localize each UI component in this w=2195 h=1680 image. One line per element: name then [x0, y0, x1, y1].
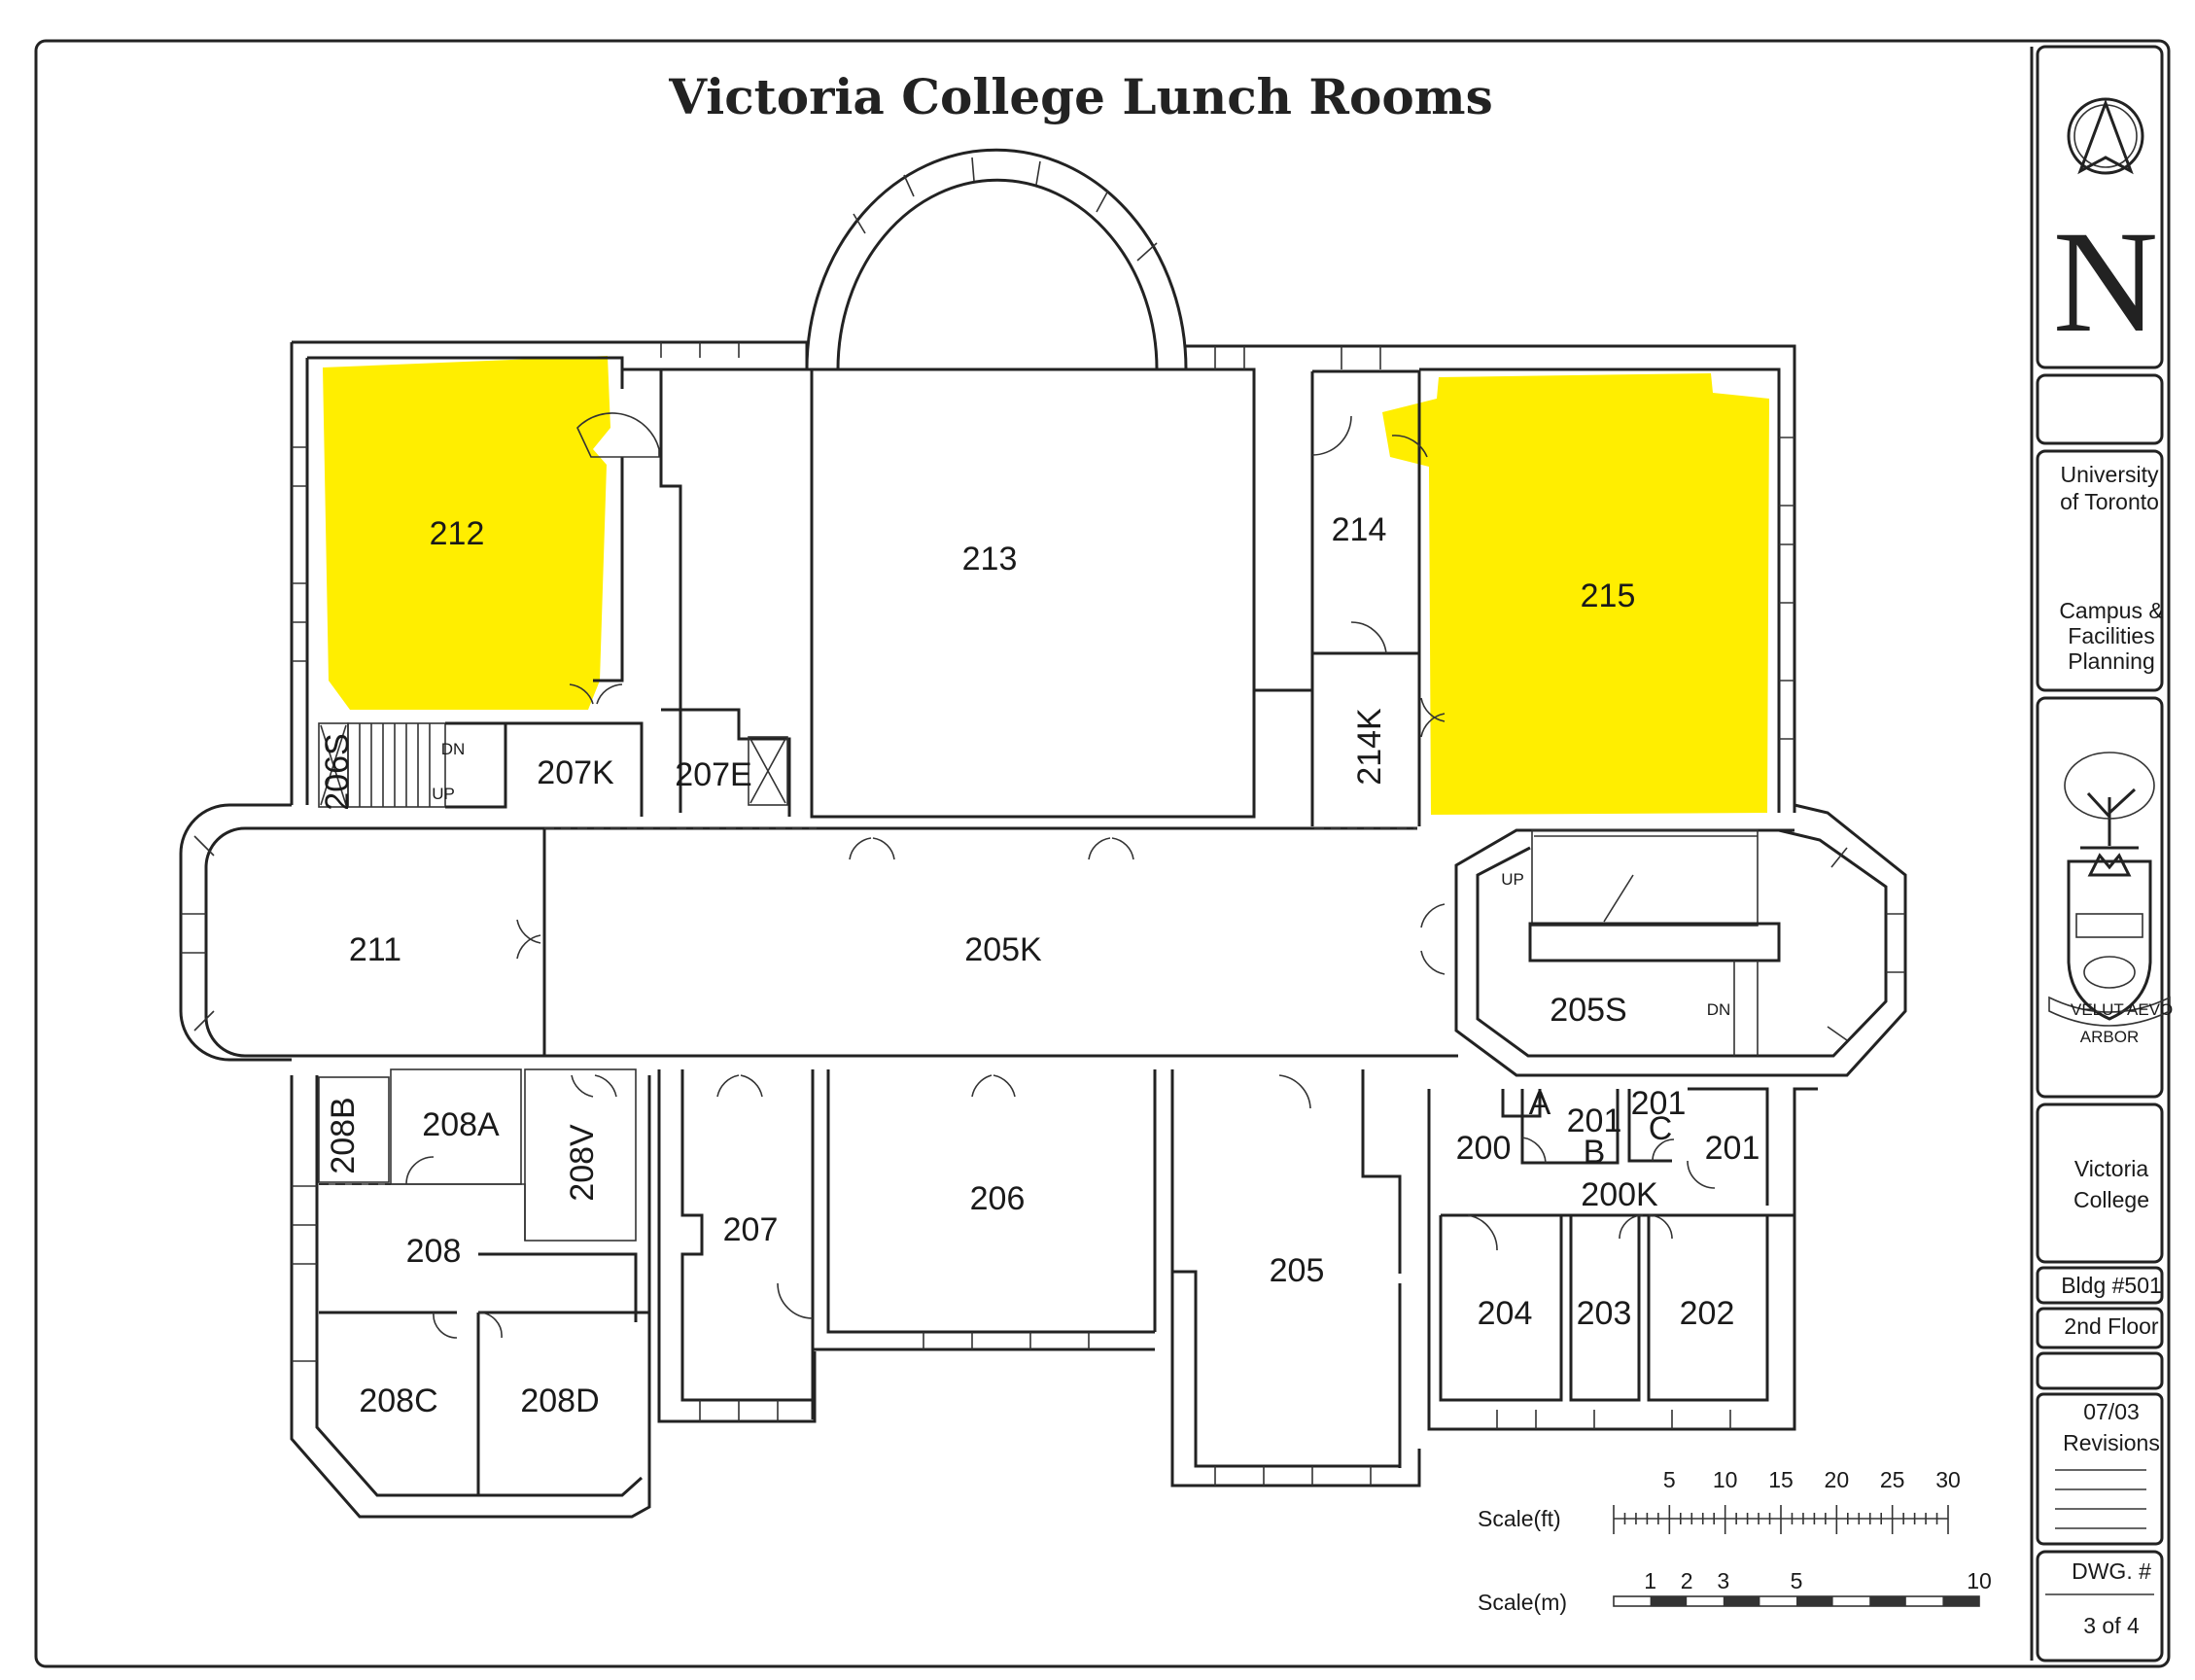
scale-ft-ticks: 5 10 15 20 25 30 [1613, 1467, 1961, 1534]
scale-m-block [1796, 1596, 1833, 1606]
stair-up-205s: UP [1501, 870, 1524, 889]
room-213[interactable]: 213 [962, 541, 1018, 578]
room-201c-number[interactable]: 201 [1631, 1085, 1687, 1122]
crest-motto-1: VELUT [2071, 1000, 2124, 1019]
stair-dn-205s: DN [1707, 1000, 1731, 1019]
room-201c-letter: C [1649, 1110, 1673, 1147]
scale-m-tick-label: 2 [1681, 1568, 1693, 1593]
room-215[interactable]: 215 [1581, 578, 1636, 614]
room-206s[interactable]: 206S [319, 733, 356, 810]
college-line2: College [2073, 1187, 2149, 1212]
scale-ft-tick-label: 30 [1935, 1467, 1961, 1492]
room-204[interactable]: 204 [1478, 1295, 1533, 1332]
scale-m-tick-label: 5 [1791, 1568, 1803, 1593]
dept-line1: Campus & [2059, 598, 2163, 623]
building-walls [179, 148, 1907, 1519]
room-208b[interactable]: 208B [325, 1097, 362, 1173]
dwg-label: DWG. # [2072, 1558, 2151, 1584]
scale-ft-tick-label: 25 [1880, 1467, 1905, 1492]
highlight-215 [1382, 373, 1769, 815]
scale-m-block [1650, 1596, 1688, 1606]
lunch-room-highlights [323, 356, 1769, 815]
crest-motto-3: ARBOR [2080, 1028, 2139, 1046]
room-201[interactable]: 201 [1705, 1130, 1760, 1167]
room-212[interactable]: 212 [430, 515, 485, 552]
room-200k[interactable]: 200K [1581, 1176, 1658, 1213]
room-208a[interactable]: 208A [422, 1106, 500, 1143]
crest-icon: VELUT AEVO ARBOR [2048, 853, 2173, 1046]
room-207k[interactable]: 207K [537, 754, 614, 791]
window-marks [181, 157, 1905, 1486]
crest-motto-2: AEVO [2127, 1000, 2173, 1019]
highlight-212 [323, 356, 610, 710]
dept-line2: Facilities [2068, 623, 2154, 648]
room-214[interactable]: 214 [1332, 511, 1387, 548]
room-205[interactable]: 205 [1270, 1252, 1325, 1289]
room-203[interactable]: 203 [1577, 1295, 1632, 1332]
stair-dn-206s: DN [441, 740, 466, 758]
scale-m-block [1723, 1596, 1760, 1606]
room-208c[interactable]: 208C [359, 1382, 437, 1419]
scale-m-label: Scale(m) [1478, 1590, 1567, 1615]
scale-ft-tick-label: 5 [1663, 1467, 1676, 1492]
room-200a[interactable]: A [1529, 1085, 1551, 1122]
room-200[interactable]: 200 [1456, 1130, 1512, 1167]
scale-ft-tick-label: 15 [1768, 1467, 1794, 1492]
floor-label: 2nd Floor [2064, 1313, 2159, 1339]
title-block: N University of Toronto Campus & Facilit… [2036, 45, 2173, 1662]
dwg-value: 3 of 4 [2083, 1613, 2140, 1638]
room-211[interactable]: 211 [349, 931, 401, 968]
dept-line3: Planning [2068, 648, 2155, 674]
north-arrow-icon [2067, 97, 2144, 175]
org-line2: of Toronto [2060, 489, 2159, 514]
scale-m-block [1869, 1596, 1906, 1606]
room-207e[interactable]: 207E [675, 756, 751, 793]
org-line1: University [2061, 462, 2159, 487]
room-207[interactable]: 207 [723, 1211, 779, 1248]
scale-ft-tick-label: 20 [1825, 1467, 1850, 1492]
scale-ft-tick-label: 10 [1713, 1467, 1738, 1492]
room-202[interactable]: 202 [1680, 1295, 1735, 1332]
room-201b-number[interactable]: 201 [1567, 1102, 1622, 1139]
room-214k[interactable]: 214K [1351, 708, 1388, 786]
revisions-label: Revisions [2063, 1430, 2160, 1455]
scale-m-tick-label: 3 [1717, 1568, 1729, 1593]
room-205k[interactable]: 205K [964, 931, 1042, 968]
scale-m-tick-label: 1 [1644, 1568, 1656, 1593]
date-label: 07/03 [2083, 1399, 2140, 1424]
room-206[interactable]: 206 [970, 1180, 1026, 1217]
room-208[interactable]: 208 [406, 1233, 462, 1270]
stair-up-206s: UP [432, 785, 455, 803]
page-title: Victoria College Lunch Rooms [668, 68, 1492, 125]
scale-ft-label: Scale(ft) [1478, 1506, 1561, 1531]
scale-m-tick-label: 10 [1967, 1568, 1992, 1593]
room-labels: 212 213 214 215 214K 206S DN UP 207K 207… [319, 511, 1759, 1419]
college-line1: Victoria [2074, 1156, 2148, 1181]
room-208d[interactable]: 208D [520, 1382, 599, 1419]
door-swings [405, 412, 1716, 1339]
room-205s[interactable]: 205S [1550, 992, 1626, 1029]
tree-icon [2064, 752, 2155, 850]
scale-m-block [1942, 1596, 1979, 1606]
bldg-number: Bldg #501 [2061, 1273, 2162, 1298]
room-201b-letter: B [1584, 1134, 1606, 1171]
scale-m-blocks [1650, 1596, 1979, 1606]
outer-border [34, 39, 2171, 1668]
room-208v[interactable]: 208V [564, 1124, 601, 1202]
north-label: N [2053, 201, 2158, 363]
